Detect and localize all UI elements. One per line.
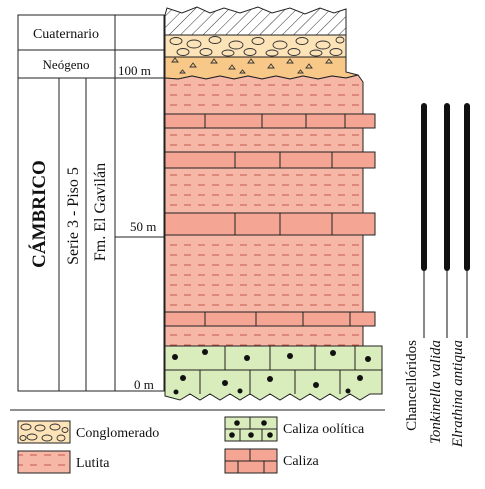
legend-label-conglomerado: Conglomerado <box>76 426 159 441</box>
scale-label-100m: 100 m <box>118 63 151 78</box>
period-cambrico: CÁMBRICO <box>28 160 50 268</box>
fossil-ranges <box>421 103 470 338</box>
legend-label-caliza-oolitica: Caliza oolítica <box>283 422 365 437</box>
period-neogeno: Neógeno <box>43 57 90 72</box>
caliza-joints <box>204 114 351 326</box>
fossil-label-tonkinella: Tonkinella valida <box>428 340 444 444</box>
bed-caliza-4 <box>164 311 376 327</box>
unit-lutita <box>164 74 364 347</box>
label-table <box>17 14 165 392</box>
fossil-label-elrathina: Elrathina antiqua <box>450 340 466 448</box>
bed-caliza-1 <box>164 113 376 129</box>
legend: Conglomerado Caliza oolítica Lutita Cali… <box>17 416 365 474</box>
fossil-label-chancelloridos: Chancellóridos <box>404 340 420 431</box>
legend-swatch-caliza-oolitica <box>224 416 278 442</box>
legend-label-caliza: Caliza <box>283 454 320 469</box>
oolitic-dots <box>172 349 371 395</box>
legend-swatch-lutita <box>17 450 71 474</box>
formation-label: Fm. El Gavilán <box>92 163 109 261</box>
scale-label-0m: 0 m <box>134 377 154 392</box>
unit-caliza-oolitica <box>164 345 383 401</box>
serie-label: Serie 3 - Piso 5 <box>65 167 82 265</box>
scale-label-50m: 50 m <box>130 219 156 234</box>
oolitic-joints <box>199 346 356 394</box>
unit-neogeno <box>164 56 359 80</box>
conglomerate-pebbles <box>169 36 345 57</box>
legend-swatch-caliza <box>224 448 278 474</box>
bed-caliza-2 <box>164 151 376 169</box>
unit-cuaternario-cover <box>164 6 347 36</box>
legend-label-lutita: Lutita <box>76 456 110 471</box>
legend-swatch-conglomerado <box>17 420 71 444</box>
lithology-column <box>164 6 383 401</box>
period-cuaternario: Cuaternario <box>33 27 99 42</box>
neogene-fragments <box>171 57 333 74</box>
bed-caliza-3 <box>164 212 376 236</box>
